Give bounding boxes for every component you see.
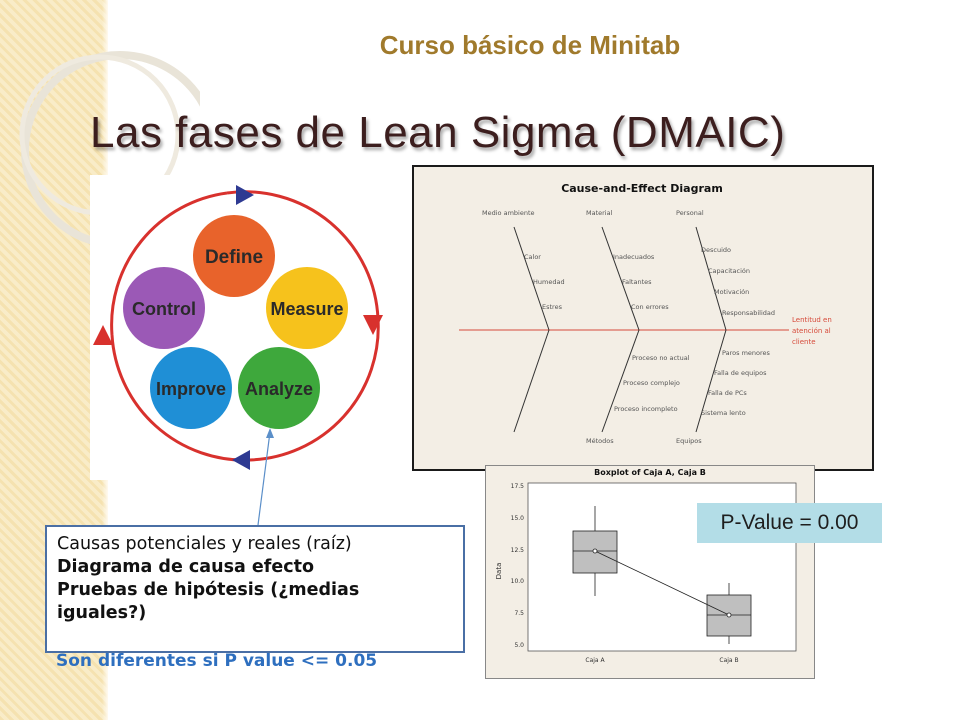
y-tick-label: 12.5 bbox=[511, 547, 525, 554]
control-circle bbox=[123, 267, 205, 349]
cause-label: Falla de PCs bbox=[708, 389, 747, 397]
bone-line bbox=[695, 226, 727, 331]
define-label: Define bbox=[205, 247, 263, 268]
category-label: Equipos bbox=[676, 437, 702, 445]
mean-point bbox=[592, 548, 598, 554]
category-label: Medio ambiente bbox=[482, 209, 535, 217]
cause-label: Proceso no actual bbox=[632, 354, 690, 362]
cause-label: Faltantes bbox=[622, 278, 652, 286]
cause-label: Proceso incompleto bbox=[614, 405, 678, 413]
y-tick-label: 15.0 bbox=[511, 515, 525, 522]
cause-label: Calor bbox=[524, 253, 541, 261]
diagram-title: Cause-and-Effect Diagram bbox=[561, 182, 723, 195]
slide-title: Las fases de Lean Sigma (DMAIC) bbox=[90, 108, 786, 157]
effect-label: cliente bbox=[792, 338, 816, 346]
analyze-circle bbox=[238, 347, 320, 429]
bone-line bbox=[695, 329, 727, 433]
x-tick-label: Caja B bbox=[719, 657, 738, 664]
y-tick-label: 5.0 bbox=[514, 642, 524, 649]
x-tick-label: Caja A bbox=[585, 657, 605, 664]
cycle-arrow-icon bbox=[232, 450, 250, 470]
cause-label: Paros menores bbox=[722, 349, 771, 357]
cause-label: Descuido bbox=[701, 246, 731, 254]
cause-label: Estres bbox=[542, 303, 563, 311]
y-tick-label: 10.0 bbox=[511, 578, 525, 585]
cause-label: Inadecuados bbox=[613, 253, 655, 261]
note-line: iguales?) bbox=[57, 603, 147, 623]
cause-label: Con errores bbox=[631, 303, 669, 311]
category-label: Métodos bbox=[586, 437, 614, 445]
ring-arc bbox=[226, 190, 380, 320]
note-line: Pruebas de hipótesis (¿medias bbox=[57, 580, 360, 600]
cycle-arrow-icon bbox=[93, 325, 113, 345]
cause-label: Proceso complejo bbox=[623, 379, 680, 387]
cause-label: Humedad bbox=[533, 278, 565, 286]
y-axis-label: Data bbox=[495, 563, 503, 580]
cycle-arrow-icon bbox=[236, 185, 254, 205]
y-tick-label: 17.5 bbox=[511, 483, 525, 490]
bone-line bbox=[601, 329, 640, 433]
measure-circle bbox=[266, 267, 348, 349]
course-title: Curso básico de Minitab bbox=[379, 30, 681, 60]
dmaic-cycle: Define Measure Analyze Improve Control bbox=[90, 175, 400, 480]
arrow-head-icon bbox=[266, 428, 274, 438]
mean-point bbox=[726, 612, 732, 618]
mean-connect-line bbox=[594, 550, 730, 616]
improve-label: Improve bbox=[156, 379, 226, 399]
note-line: Diagrama de causa efecto bbox=[57, 557, 314, 577]
bone-line bbox=[601, 226, 640, 331]
cause-label: Responsabilidad bbox=[722, 309, 775, 317]
boxplot-chart: Boxplot of Caja A, Caja B Data 17.5 15.0… bbox=[485, 465, 815, 679]
analysis-note: Causas potenciales y reales (raíz) Diagr… bbox=[45, 525, 465, 653]
cause-label: Falla de equipos bbox=[714, 369, 767, 377]
category-label: Personal bbox=[676, 209, 704, 217]
ring-arc bbox=[110, 334, 251, 462]
y-tick-label: 7.5 bbox=[514, 610, 524, 617]
ring-arc bbox=[249, 318, 380, 462]
effect-label: atención al bbox=[792, 327, 831, 335]
control-label: Control bbox=[132, 299, 196, 319]
bone-line bbox=[513, 226, 550, 331]
effect-label: Lentitud en bbox=[792, 316, 832, 324]
p-value-label: P-Value = 0.00 bbox=[697, 503, 882, 543]
cause-label: Sistema lento bbox=[701, 409, 746, 417]
cycle-arrow-icon bbox=[363, 315, 383, 335]
ring-arc bbox=[110, 191, 228, 336]
analyze-label: Analyze bbox=[245, 379, 313, 399]
note-line: Causas potenciales y reales (raíz) bbox=[57, 534, 352, 554]
cause-effect-diagram: Cause-and-Effect Diagram Medio ambiente … bbox=[412, 165, 874, 471]
category-label: Material bbox=[586, 209, 613, 217]
p-value-rule: Son diferentes si P value <= 0.05 bbox=[56, 651, 378, 671]
define-circle bbox=[193, 215, 275, 297]
measure-label: Measure bbox=[270, 299, 343, 319]
cause-label: Motivación bbox=[714, 288, 749, 296]
boxplot-title: Boxplot of Caja A, Caja B bbox=[594, 468, 706, 477]
cause-label: Capacitación bbox=[708, 267, 750, 275]
improve-circle bbox=[150, 347, 232, 429]
bone-line bbox=[513, 329, 550, 433]
